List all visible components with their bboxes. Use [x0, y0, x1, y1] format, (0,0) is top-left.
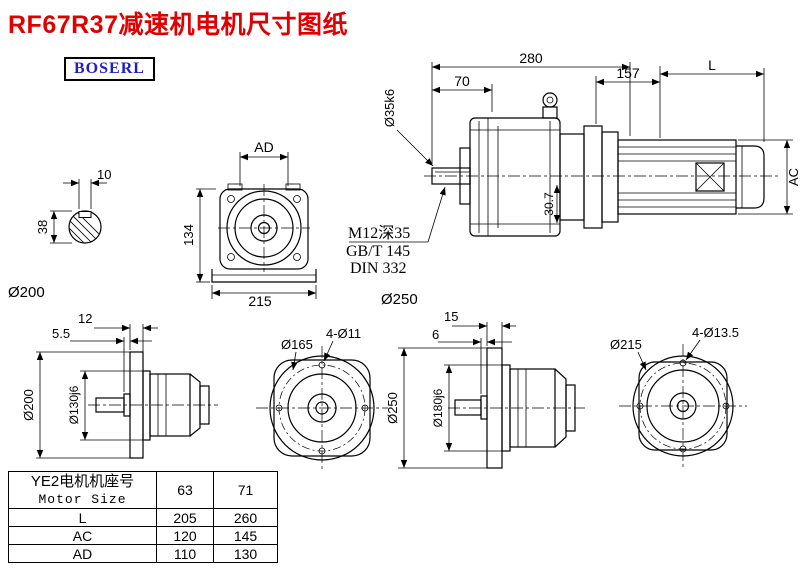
dim-157: 157 [616, 65, 640, 81]
row-ad-value-63: 110 [156, 544, 214, 563]
view-flange-front-small: 4-Ø11 Ø165 [256, 326, 388, 470]
motor-fins [618, 146, 736, 208]
view-shaft-cross-section: 10 38 [35, 167, 111, 244]
note-tap-din: DIN 332 [350, 260, 406, 277]
dim-motor-length-l: L [708, 57, 716, 73]
row-ac-value-63: 120 [156, 526, 214, 545]
row-l-value-71: 260 [213, 508, 278, 527]
dim-6: 6 [432, 327, 439, 342]
row-l-value-63: 205 [156, 508, 214, 527]
table-row-ad: AD 110 130 [8, 544, 278, 563]
dim-bolt-circle-215: Ø215 [610, 337, 642, 352]
table-header-en: Motor Size [38, 492, 127, 507]
page-title: RF67R37减速机电机尺寸图纸 [8, 11, 348, 39]
terminal-box [695, 162, 725, 192]
table-row-ac: AC 120 145 [8, 526, 278, 545]
dim-280: 280 [519, 50, 543, 66]
brand-logo: BOSERL [64, 57, 155, 81]
row-label-l: L [8, 508, 157, 527]
keyway-slot [78, 211, 92, 218]
dim-5-5: 5.5 [52, 326, 70, 341]
table-header-label-cell: YE2电机机座号 Motor Size [8, 471, 157, 509]
dim-spigot-130: Ø130j6 [67, 385, 81, 424]
view-flange-reducer-side-small: 12 5.5 Ø200 Ø130j6 [21, 311, 218, 459]
row-label-ac: AC [8, 526, 157, 545]
dim-12: 12 [78, 311, 92, 326]
dim-215: 215 [248, 293, 272, 309]
eyebolt [542, 92, 558, 119]
row-ad-value-71: 130 [213, 544, 278, 563]
table-header-row: YE2电机机座号 Motor Size 63 71 [8, 471, 278, 509]
dim-70: 70 [454, 73, 470, 89]
group-label-250: Ø250 [381, 291, 418, 308]
dim-134: 134 [181, 224, 196, 246]
dim-shaft-diameter-38: 38 [35, 220, 50, 234]
table-size-col-71: 71 [213, 471, 278, 509]
view-gearbox-front: AD 134 215 [181, 139, 317, 309]
table-header-cn: YE2电机机座号 [30, 473, 135, 490]
view-flange-reducer-side-large: 15 6 Ø250 Ø180j6 [385, 309, 585, 469]
table-size-col-63: 63 [156, 471, 214, 509]
dim-motor-ac: AC [786, 168, 800, 186]
dim-flange-od-250: Ø250 [385, 392, 400, 424]
dim-key-width: 10 [97, 167, 111, 182]
dim-15: 15 [444, 309, 458, 324]
row-label-ad: AD [8, 544, 157, 563]
dim-ad: AD [254, 139, 273, 155]
dim-spigot-180: Ø180j6 [431, 388, 445, 427]
view-flange-front-large: 4-Ø13.5 Ø215 [610, 325, 747, 468]
dim-4-holes-11: 4-Ø11 [326, 326, 361, 341]
note-tap-m12: M12深35 [348, 224, 410, 242]
note-tap-gbt: GB/T 145 [346, 243, 410, 260]
dim-30-7: 30.7 [542, 192, 556, 216]
dim-shaft-diameter: Ø35k6 [382, 89, 397, 127]
dim-4-holes-13-5: 4-Ø13.5 [692, 325, 739, 340]
dim-flange-od-200: Ø200 [21, 389, 36, 421]
table-row-l: L 205 260 [8, 508, 278, 527]
group-label-200: Ø200 [8, 284, 45, 301]
motor-size-table: YE2电机机座号 Motor Size 63 71 L 205 260 AC 1… [8, 471, 278, 563]
dim-bolt-circle-165: Ø165 [281, 337, 313, 352]
view-assembly-side: 280 70 Ø35k6 157 L AC 30.7 [346, 50, 800, 277]
hatching [69, 211, 101, 243]
row-ac-value-71: 145 [213, 526, 278, 545]
